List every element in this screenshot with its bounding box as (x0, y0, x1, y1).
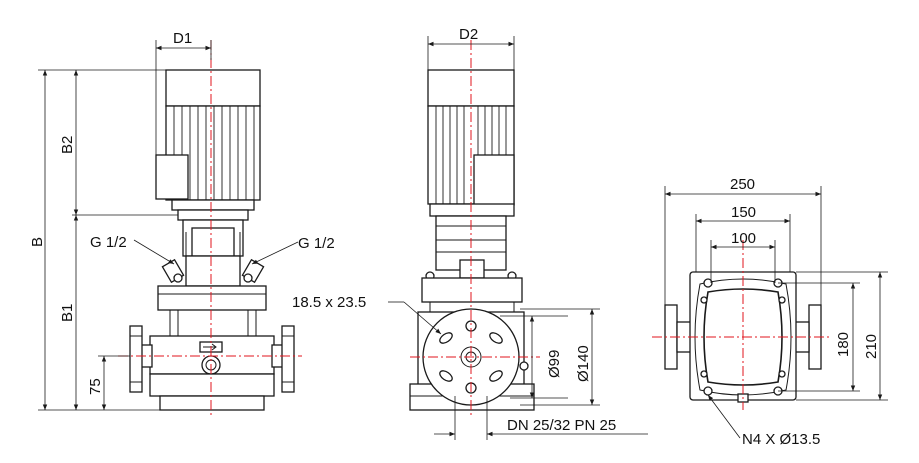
front-view: D1 B B2 B1 75 G 1/2 G 1/2 (29, 30, 335, 418)
dim-b2-label: B2 (59, 136, 76, 154)
dim-75-label: 75 (87, 378, 104, 395)
dim-180-label: 180 (835, 332, 852, 357)
port-left-label: G 1/2 (90, 234, 127, 251)
dim-b-label: B (29, 237, 46, 247)
dim-b1-label: B1 (59, 304, 76, 322)
side-view: D2 18.5 x 23.5 Ø99 Ø140 DN 25/32 PN 25 (292, 26, 648, 440)
port-right-label: G 1/2 (298, 235, 335, 252)
dim-250-label: 250 (730, 176, 755, 193)
dim-100-label: 100 (731, 230, 756, 247)
flange-slot-label: 18.5 x 23.5 (292, 294, 366, 311)
dim-d1-label: D1 (173, 30, 192, 47)
dim-150-label: 150 (731, 204, 756, 221)
base-view: 250 150 100 180 210 N4 X Ø13.5 (652, 176, 888, 448)
dim-210-label: 210 (863, 334, 880, 359)
dim-d2-label: D2 (459, 26, 478, 43)
dn-pn-label: DN 25/32 PN 25 (507, 417, 616, 434)
dim-d140-label: Ø140 (575, 345, 592, 382)
motor-side (427, 69, 515, 217)
mounting-holes-label: N4 X Ø13.5 (742, 431, 820, 448)
dim-d99-label: Ø99 (546, 350, 563, 378)
pump-body-front (129, 285, 295, 411)
motor-front (155, 69, 261, 221)
lantern-front (161, 219, 265, 287)
